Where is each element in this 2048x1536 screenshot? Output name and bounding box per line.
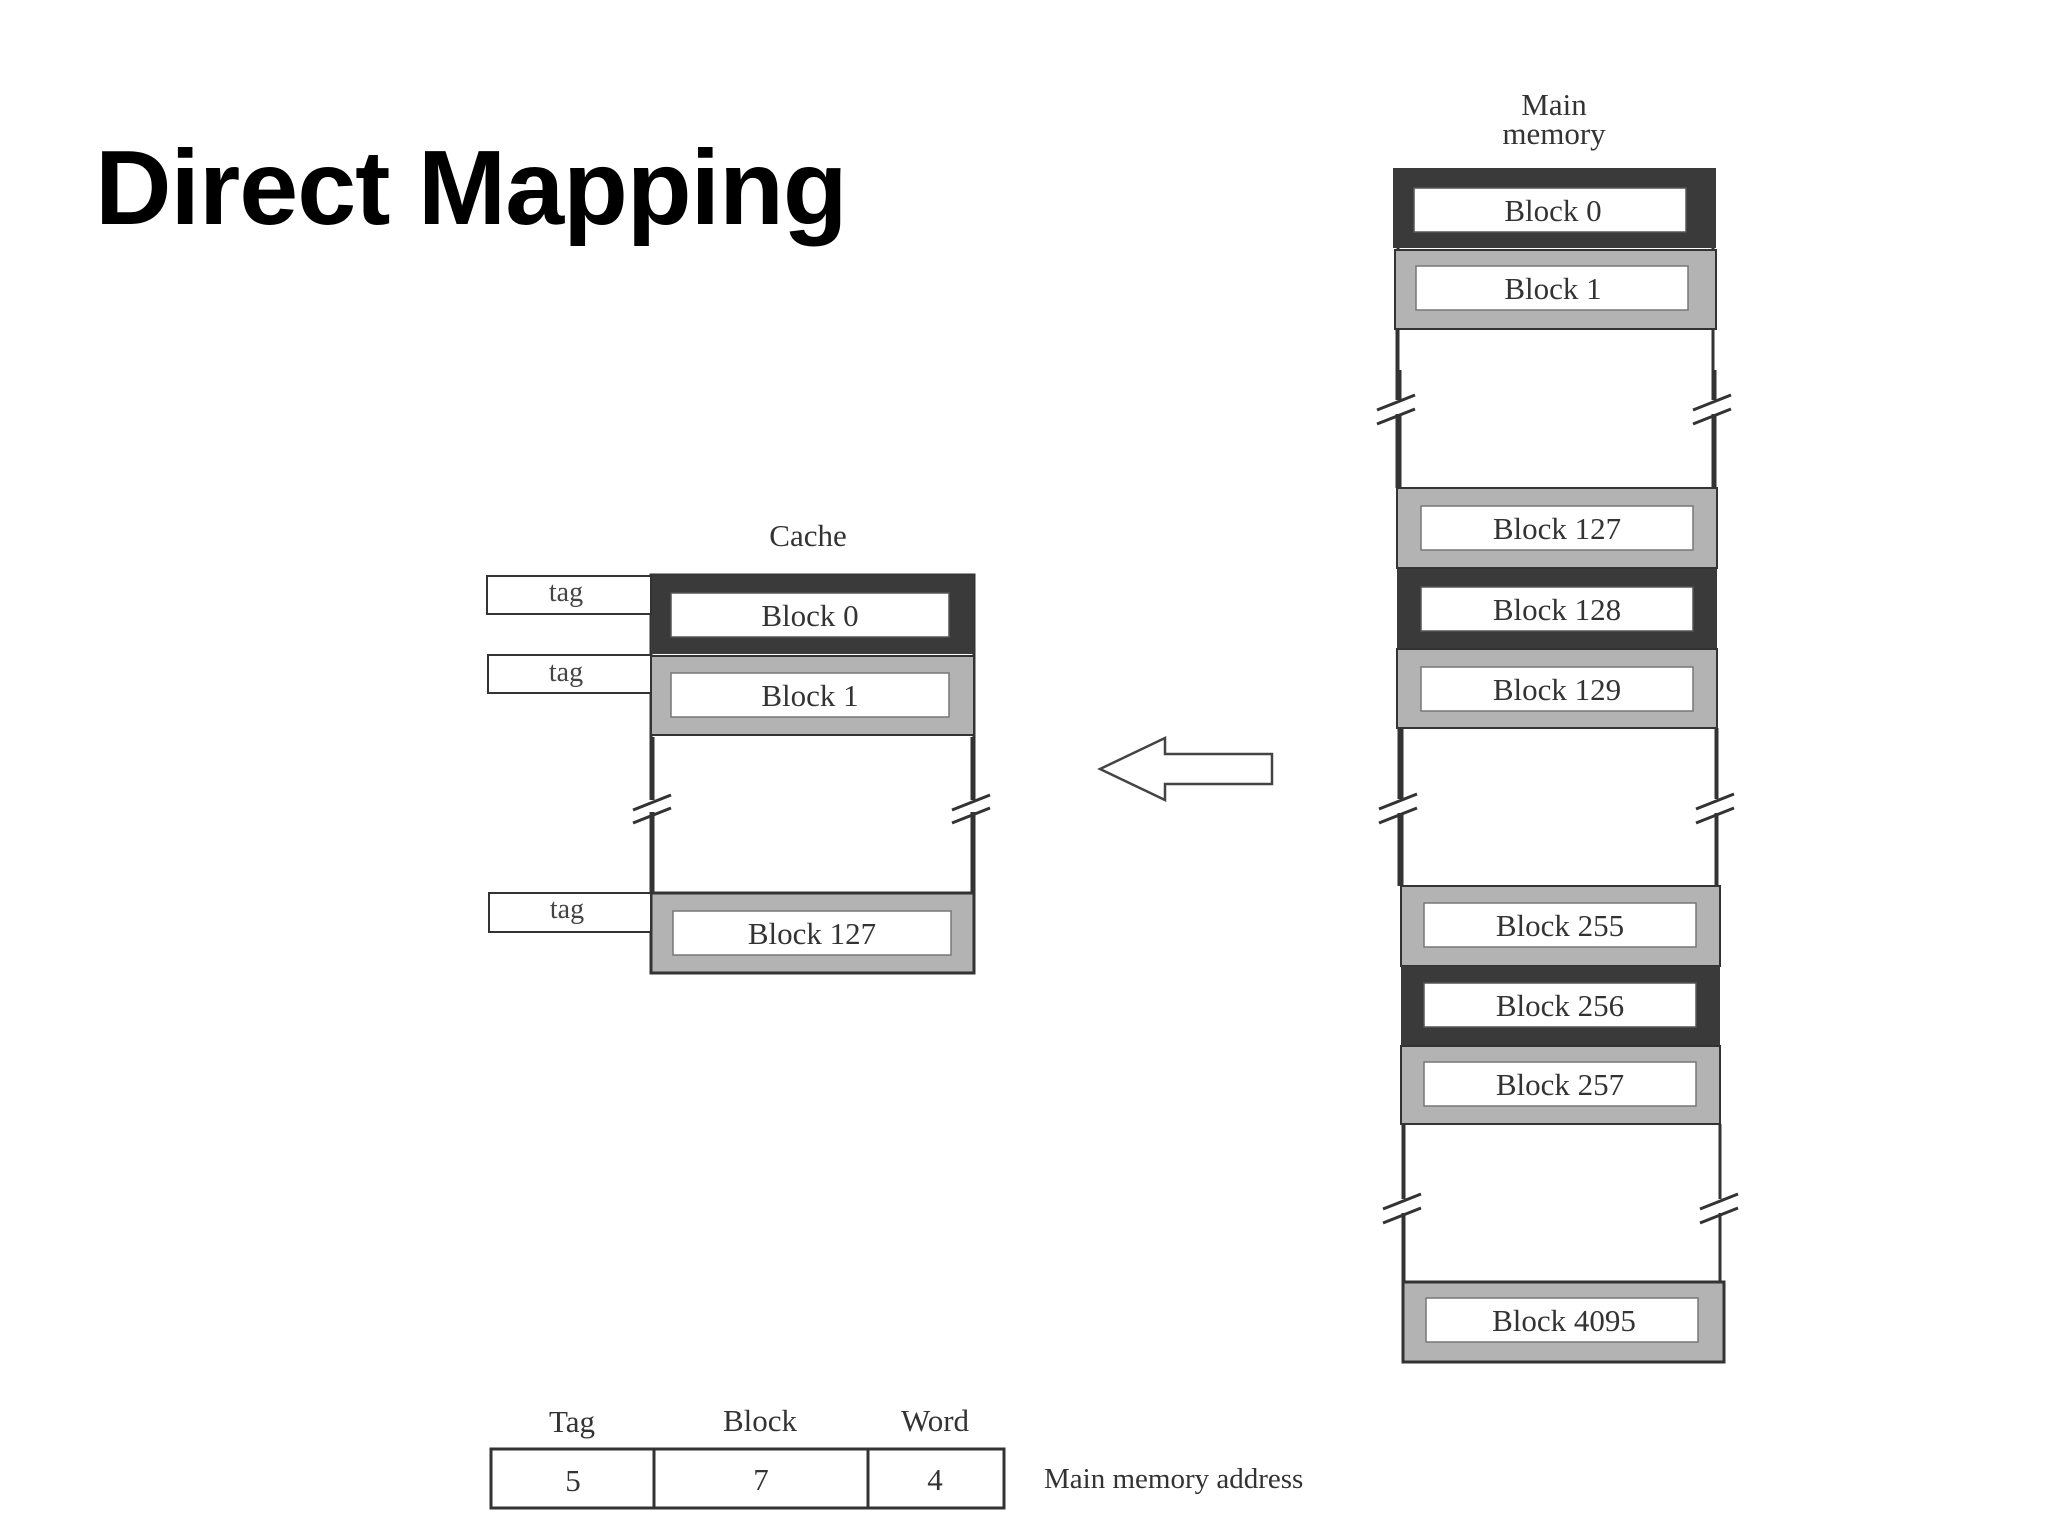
address-caption: Main memory address [1044,1463,1303,1495]
tag-box-127: tag [488,892,652,933]
cache-block-0-label: Block 0 [761,598,858,633]
address-field-block-name: Block [723,1403,798,1438]
mm-break-right-2 [1695,792,1735,825]
page-title: Direct Mapping [95,129,848,247]
mm-block-128: Block 128 [1397,569,1717,649]
mm-block-0: Block 0 [1393,168,1716,248]
mm-block-4095: Block 4095 [1401,1280,1726,1364]
cache-break-left [632,793,672,825]
mm-block-0-label: Block 0 [1504,193,1601,228]
cache-block-0: Block 0 [651,575,974,654]
mm-block-127: Block 127 [1396,487,1718,569]
mapping-arrow [1097,736,1274,802]
mm-block-257-label: Block 257 [1496,1067,1624,1102]
mm-block-128-label: Block 128 [1493,592,1621,627]
cache-break-right [951,793,991,825]
mm-block-129-label: Block 129 [1493,672,1621,707]
cache-block-127: Block 127 [649,891,976,975]
mm-block-127-label: Block 127 [1493,511,1621,546]
mm-break-left-1 [1376,393,1416,426]
mm-block-255: Block 255 [1400,885,1721,967]
cache-block-127-label: Block 127 [748,916,876,951]
mm-block-4095-label: Block 4095 [1492,1303,1636,1338]
mm-block-255-label: Block 255 [1496,908,1624,943]
mm-block-129: Block 129 [1396,648,1718,729]
mm-block-1: Block 1 [1394,249,1717,330]
mm-block-257: Block 257 [1400,1045,1721,1125]
tag-box-1: tag [487,654,652,694]
tag-label: tag [549,577,583,608]
tag-label: tag [549,657,583,688]
address-format: Tag Block Word 5 7 4 Main memory address [489,1403,1303,1510]
mm-break-right-1 [1692,393,1732,426]
mm-block-256: Block 256 [1401,966,1720,1046]
mm-break-left-2 [1378,792,1418,825]
cache-block-1-label: Block 1 [761,678,858,713]
address-field-tag-bits: 5 [565,1463,581,1498]
address-field-word-bits: 4 [927,1462,943,1497]
address-field-word-name: Word [901,1403,970,1438]
cache-gap [653,737,972,893]
mm-break-right-3 [1699,1192,1739,1225]
address-field-tag-name: Tag [549,1404,595,1439]
tag-label: tag [550,894,584,925]
address-field-block-bits: 7 [753,1462,769,1497]
mm-break-left-3 [1382,1192,1422,1225]
main-memory-label-line1: Main [1521,87,1587,122]
tag-box-0: tag [486,575,652,615]
main-memory-label-line2: memory [1502,116,1606,151]
cache-label: Cache [769,518,846,553]
cache-block-1: Block 1 [650,655,975,736]
mm-block-1-label: Block 1 [1504,271,1601,306]
mm-block-256-label: Block 256 [1496,988,1624,1023]
